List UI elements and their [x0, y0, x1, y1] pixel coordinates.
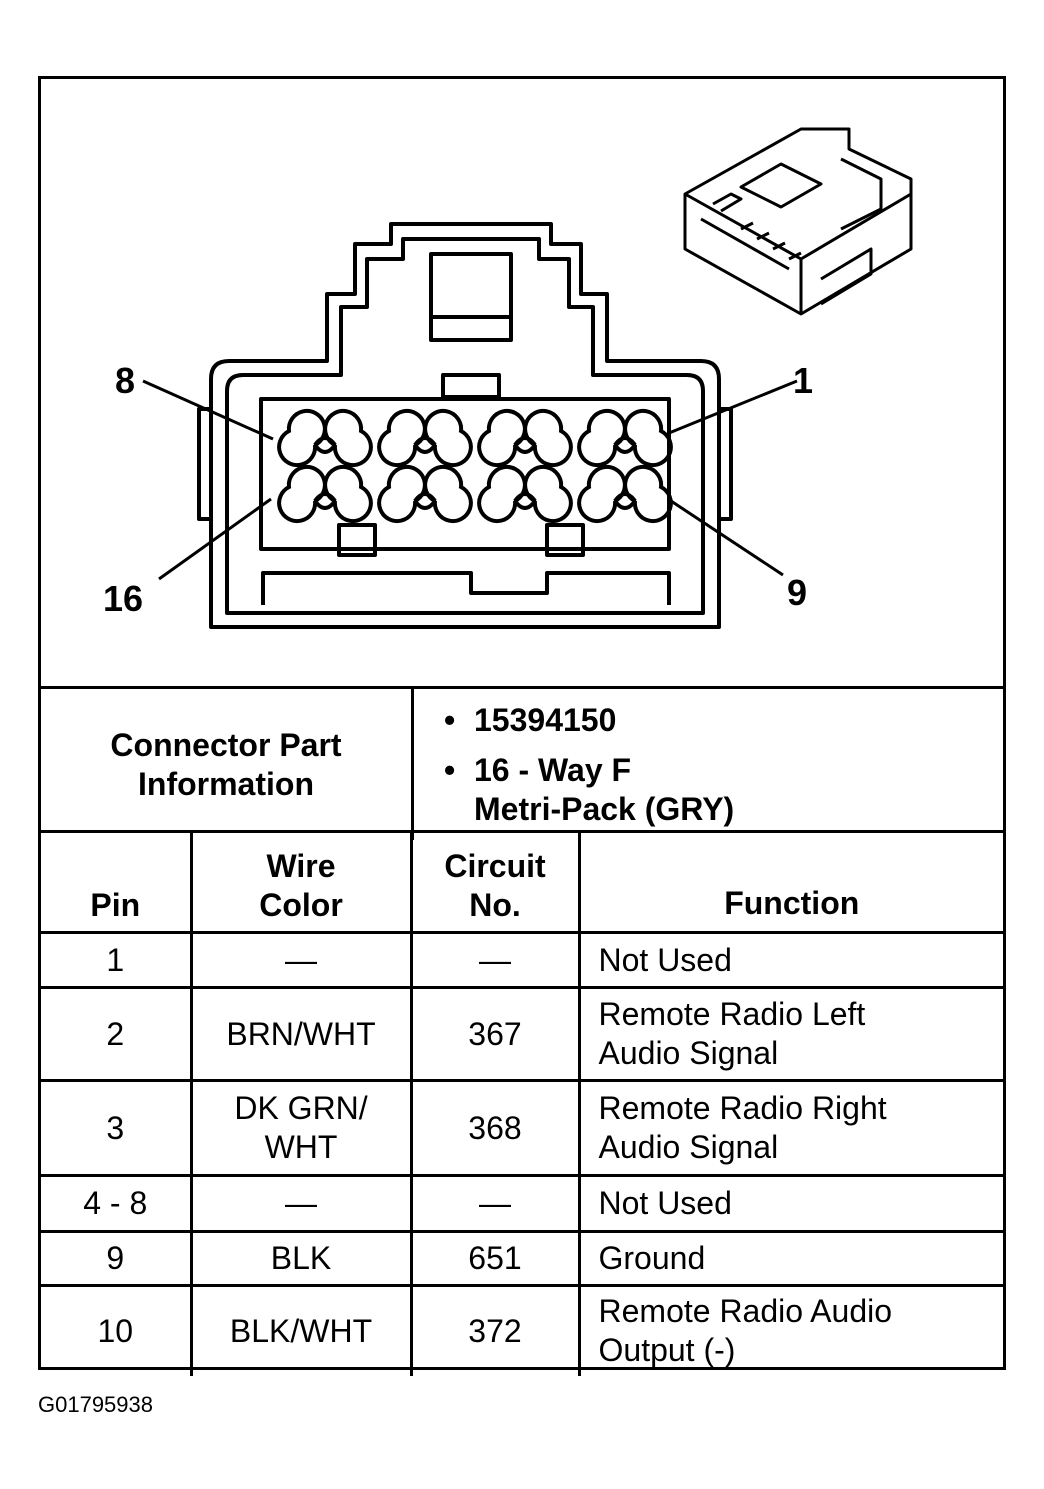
connector-housing-outline — [209, 222, 721, 629]
cell-function: Not Used — [577, 1174, 1003, 1233]
pin-table-header: Pin Wire Color Circuit No. Function — [41, 830, 1003, 934]
connector-info-value: • 15394150 • 16 - Way F Metri-Pack (GRY) — [412, 686, 1003, 840]
pin-9-callout: 9 — [787, 572, 808, 613]
header-function: Function — [577, 830, 1003, 934]
cell-wire-color: — — [189, 1174, 413, 1233]
cell-wire-color: BRN/WHT — [189, 986, 413, 1082]
cell-circuit: 372 — [409, 1284, 581, 1376]
connector-diagram: 8 1 16 9 — [41, 79, 1003, 686]
cell-circuit: — — [409, 931, 581, 989]
cell-circuit: 651 — [409, 1230, 581, 1287]
header-circuit: Circuit No. — [409, 830, 581, 934]
polarization-key-right — [545, 523, 585, 557]
leader-pin-9 — [670, 499, 784, 577]
leader-lines — [142, 379, 798, 581]
leader-pin-8 — [142, 379, 274, 441]
cavity-row-bottom — [277, 464, 673, 524]
connector-info-row: Connector Part Information • 15394150 • … — [41, 686, 1003, 840]
connector-inner-outline — [225, 237, 705, 615]
cavity-row-top — [277, 408, 673, 468]
connector-info-table: Connector Part Information • 15394150 • … — [41, 686, 1003, 840]
latch-tab — [441, 373, 501, 399]
cell-pin: 3 — [41, 1079, 193, 1177]
cell-function: Remote Radio Audio Output (-) — [577, 1284, 1003, 1376]
cell-function: Ground — [577, 1230, 1003, 1287]
table-row: 10 BLK/WHT 372 Remote Radio Audio Output… — [41, 1284, 1003, 1376]
cell-circuit: 367 — [409, 986, 581, 1082]
cell-circuit: — — [409, 1174, 581, 1233]
terminal-cavities — [277, 408, 673, 524]
cell-wire-color: BLK — [189, 1230, 413, 1287]
cell-pin: 1 — [41, 931, 193, 989]
pin-table: Pin Wire Color Circuit No. Function 1 — … — [41, 830, 1003, 1376]
pin-1-callout: 1 — [793, 360, 814, 401]
leader-pin-16 — [158, 497, 272, 581]
connector-info-label: Connector Part Information — [41, 686, 414, 840]
table-row: 4 - 8 — — Not Used — [41, 1174, 1003, 1233]
cell-pin: 4 - 8 — [41, 1174, 193, 1233]
figure-id: G01795938 — [38, 1392, 153, 1417]
leader-pin-1 — [668, 379, 798, 435]
cell-function: Remote Radio Left Audio Signal — [577, 986, 1003, 1082]
cell-circuit: 368 — [409, 1079, 581, 1177]
header-pin: Pin — [41, 830, 193, 934]
cell-function: Remote Radio Right Audio Signal — [577, 1079, 1003, 1177]
connector-type: 16 - Way F Metri-Pack (GRY) — [474, 752, 735, 827]
table-row: 9 BLK 651 Ground — [41, 1230, 1003, 1287]
cell-function: Not Used — [577, 931, 1003, 989]
pin-8-callout: 8 — [115, 360, 136, 401]
table-row: 3 DK GRN/ WHT 368 Remote Radio Right Aud… — [41, 1079, 1003, 1177]
latch — [429, 252, 513, 342]
connector-type-bullet: • 16 - Way F Metri-Pack (GRY) — [444, 751, 1003, 829]
part-number-bullet: • 15394150 — [444, 701, 1003, 740]
polarization-key-left — [337, 523, 377, 557]
cell-wire-color: — — [189, 931, 413, 989]
cavity-frame — [259, 397, 671, 551]
connector-face-drawing — [142, 127, 913, 629]
cell-pin: 9 — [41, 1230, 193, 1287]
diagram-frame: 8 1 16 9 Connector Part Information • 15… — [38, 76, 1006, 1376]
cell-pin: 2 — [41, 986, 193, 1082]
header-wire-color: Wire Color — [189, 830, 413, 934]
connector-isometric-view — [683, 127, 913, 316]
table-row: 1 — — Not Used — [41, 931, 1003, 989]
cell-wire-color: BLK/WHT — [189, 1284, 413, 1376]
cell-wire-color: DK GRN/ WHT — [189, 1079, 413, 1177]
cell-pin: 10 — [41, 1284, 193, 1376]
pin-16-callout: 16 — [103, 578, 144, 619]
housing-bottom-step — [261, 571, 671, 605]
part-number: 15394150 — [474, 702, 617, 738]
table-row: 2 BRN/WHT 367 Remote Radio Left Audio Si… — [41, 986, 1003, 1082]
